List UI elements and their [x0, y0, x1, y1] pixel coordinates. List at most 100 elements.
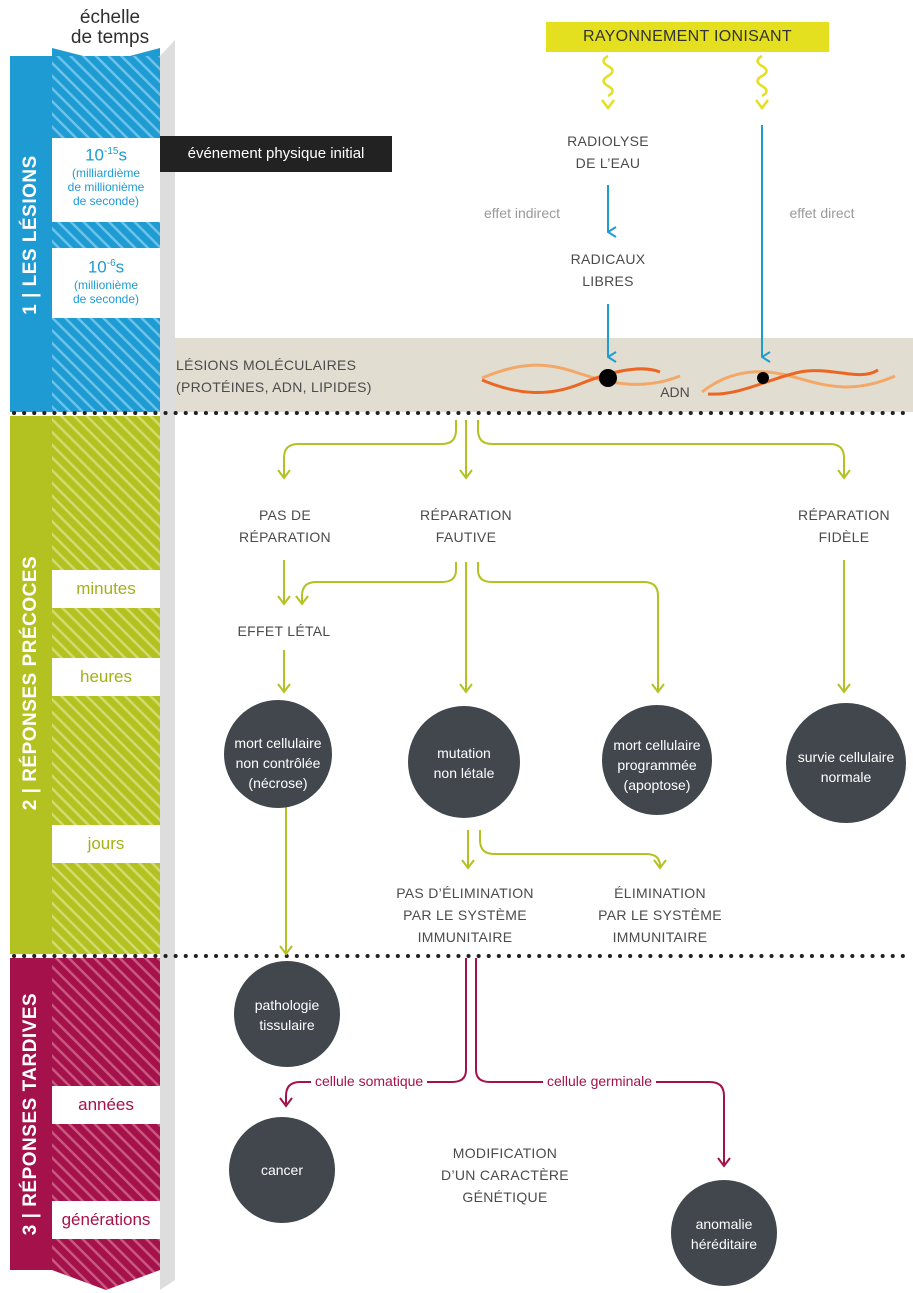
circle-necrose: [224, 700, 332, 808]
pas-reparation-label: PAS DE RÉPARATION: [220, 504, 350, 548]
pas-reparation-1: PAS DE: [258, 507, 312, 523]
lesions-1: LÉSIONS MOLÉCULAIRES: [176, 357, 357, 373]
scale-minutes: minutes: [52, 570, 160, 608]
pas-elimination-2: PAR LE SYSTÈME: [403, 907, 527, 923]
apoptose-line2: programmée: [617, 757, 697, 773]
rayonnement-ionisant: RAYONNEMENT IONISANT: [546, 22, 829, 52]
scale-microsecond: 10-6s (millionième de seconde): [52, 248, 160, 318]
necrose-line1: mort cellulaire: [234, 735, 321, 751]
t1-desc-2: de millionième: [67, 179, 145, 194]
t1-desc-1: (milliardième: [71, 165, 140, 180]
radiolyse-label: RADIOLYSE DE L’EAU: [548, 130, 668, 174]
necrose-line2: non contrôlée: [236, 755, 321, 771]
elimination-1: ÉLIMINATION: [614, 885, 706, 901]
effet-direct: effet direct: [789, 205, 855, 221]
modification-3: GÉNÉTIQUE: [462, 1189, 548, 1205]
apoptose-line1: mort cellulaire: [613, 737, 700, 753]
radiolyse-1: RADIOLYSE: [567, 133, 649, 149]
circle-mutation: [408, 706, 520, 818]
radicaux-label: RADICAUX LIBRES: [548, 248, 668, 292]
pas-elimination-label: PAS D’ÉLIMINATION PAR LE SYSTÈME IMMUNIT…: [380, 882, 550, 948]
effet-letal-label: EFFET LÉTAL: [237, 623, 331, 639]
dna-left-strand-b: [481, 367, 661, 395]
circle-survie: [786, 703, 906, 823]
scale-jours: jours: [52, 825, 160, 863]
pas-elimination-3: IMMUNITAIRE: [417, 929, 513, 945]
mutation-line1: mutation: [437, 745, 491, 761]
scale-annees: années: [52, 1086, 160, 1124]
radiolyse-2: DE L’EAU: [575, 155, 641, 171]
reparation-fautive-label: RÉPARATION FAUTIVE: [396, 504, 536, 548]
t1-unit: s: [118, 145, 127, 165]
time-scale-title-1: échelle: [79, 7, 141, 28]
t2-desc-2: de seconde): [72, 291, 140, 306]
dna-lesion-big: [599, 369, 617, 387]
cellule-somatique-label: cellule somatique: [311, 1073, 428, 1089]
radiation-wave-left: [602, 54, 614, 98]
scale-phase1: [52, 56, 160, 412]
adn-label: ADN: [660, 384, 690, 400]
survie-line1: survie cellulaire: [798, 749, 895, 765]
patho-line2: tissulaire: [259, 1017, 314, 1033]
dna-left-strand-a: [481, 363, 681, 386]
scale-shadow: [160, 40, 175, 1290]
t1-base: 10: [85, 145, 104, 165]
lesions-2: (PROTÉINES, ADN, LIPIDES): [176, 379, 372, 395]
reparation-fidele-2: FIDÈLE: [818, 529, 870, 545]
t2-sup: -6: [106, 258, 116, 269]
scale-femtosecond: 10-15s (milliardième de millionième de s…: [52, 138, 160, 222]
circle-apoptose: [602, 705, 712, 815]
elimination-label: ÉLIMINATION PAR LE SYSTÈME IMMUNITAIRE: [590, 882, 730, 948]
circle-pathologie: [234, 961, 340, 1067]
elimination-3: IMMUNITAIRE: [612, 929, 708, 945]
early-connectors: [277, 420, 851, 956]
effet-indirect: effet indirect: [483, 205, 560, 221]
modification-1: MODIFICATION: [452, 1145, 558, 1161]
reparation-fautive-2: FAUTIVE: [435, 529, 497, 545]
time-scale-title-2: de temps: [70, 27, 150, 48]
modification-2: D’UN CARACTÈRE: [441, 1167, 569, 1183]
phase2-label: 2 | RÉPONSES PRÉCOCES: [20, 555, 41, 811]
t2-desc-1: (millionième: [73, 277, 138, 292]
mutation-line2: non létale: [434, 765, 495, 781]
dna-right-strand-b: [707, 368, 879, 396]
t2-base: 10: [87, 257, 107, 277]
survie-line2: normale: [821, 769, 872, 785]
radiation-wave-left-head: [601, 99, 615, 111]
phase1-strip: [10, 56, 52, 412]
anomalie-line1: anomalie: [696, 1216, 753, 1232]
anomalie-line2: héréditaire: [691, 1236, 757, 1252]
reparation-fidele-1: RÉPARATION: [798, 507, 890, 523]
pas-reparation-2: RÉPARATION: [239, 529, 331, 545]
pas-elimination-1: PAS D’ÉLIMINATION: [396, 885, 534, 901]
t1-desc-3: de seconde): [72, 193, 140, 208]
radicaux-1: RADICAUX: [570, 251, 646, 267]
phase3-label: 3 | RÉPONSES TARDIVES: [20, 992, 41, 1236]
necrose-line3: (nécrose): [248, 775, 307, 791]
radicaux-2: LIBRES: [582, 273, 634, 289]
phase1-label: 1 | LES LÉSIONS: [20, 155, 41, 315]
radiation-wave-right-head: [755, 99, 769, 111]
reparation-fautive-1: RÉPARATION: [420, 507, 512, 523]
phase2-strip: [10, 416, 52, 954]
lesions-label: LÉSIONS MOLÉCULAIRES (PROTÉINES, ADN, LI…: [176, 354, 411, 398]
time-scale-title: échelle de temps: [60, 8, 160, 48]
scale-generations: générations: [52, 1201, 160, 1239]
t1-sup: -15: [103, 146, 119, 157]
cellule-germinale-label: cellule germinale: [543, 1073, 657, 1089]
late-connectors: [279, 958, 731, 1168]
scale-heures: heures: [52, 658, 160, 696]
cancer-label: cancer: [261, 1162, 303, 1178]
scale-phase3: [52, 958, 160, 1290]
circle-cancer: [229, 1117, 335, 1223]
modification-label: MODIFICATION D’UN CARACTÈRE GÉNÉTIQUE: [420, 1142, 590, 1208]
evenement-physique: événement physique initial: [160, 136, 392, 172]
dna-lesion-small: [757, 372, 769, 384]
apoptose-line3: (apoptose): [624, 777, 691, 793]
circle-anomalie: [671, 1180, 777, 1286]
reparation-fidele-label: RÉPARATION FIDÈLE: [774, 504, 913, 548]
radiation-wave-right: [756, 54, 768, 98]
patho-line1: pathologie: [255, 997, 320, 1013]
